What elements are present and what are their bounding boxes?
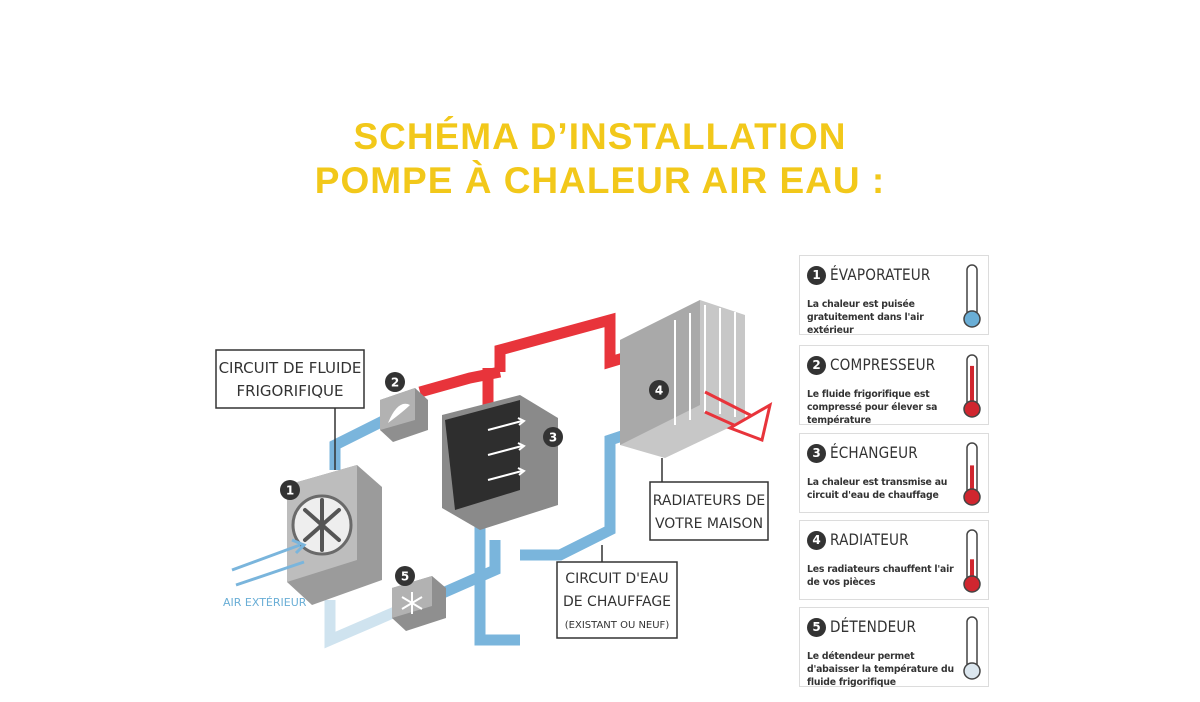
legend-number-badge: 5 <box>807 618 826 637</box>
svg-text:CIRCUIT D'EAU: CIRCUIT D'EAU <box>565 571 668 587</box>
thermometer-icon <box>963 442 981 506</box>
marker-2: 2 <box>385 372 405 392</box>
legend-item-title: COMPRESSEUR <box>830 355 936 374</box>
cold-pipes-light <box>324 600 398 649</box>
thermometer-icon <box>963 529 981 593</box>
legend-number-badge: 1 <box>807 266 826 285</box>
label-outside-air: AIR EXTÉRIEUR <box>223 596 307 609</box>
page-title-line-1: SCHÉMA D’INSTALLATION <box>353 116 847 157</box>
legend-item-description: Le fluide frigorifique est compressé pou… <box>807 389 938 426</box>
svg-text:(EXISTANT OU NEUF): (EXISTANT OU NEUF) <box>565 620 670 631</box>
marker-1: 1 <box>280 480 300 500</box>
legend-item-description: Les radiateurs chauffent l'air de vos pi… <box>807 564 954 588</box>
legend-item-description: La chaleur est transmise au circuit d'ea… <box>807 477 948 501</box>
outside-air-arrows <box>231 538 307 587</box>
legend-item-title: ÉCHANGEUR <box>830 443 918 462</box>
svg-text:FRIGORIFIQUE: FRIGORIFIQUE <box>236 382 343 400</box>
marker-3: 3 <box>543 427 563 447</box>
exchanger-unit <box>442 395 558 530</box>
legend-item-description: La chaleur est puisée gratuitement dans … <box>807 299 924 336</box>
thermometer-icon <box>963 264 981 328</box>
heat-pump-diagram: 1 2 3 4 5 CIRCUIT DE FLUIDE FRIGORIFIQUE… <box>215 300 773 649</box>
svg-text:DE CHAUFFAGE: DE CHAUFFAGE <box>563 594 671 610</box>
svg-text:VOTRE MAISON: VOTRE MAISON <box>655 516 763 532</box>
evaporator-unit <box>287 465 382 605</box>
legend-item-description: Le détendeur permet d'abaisser la tempér… <box>807 651 954 688</box>
svg-text:2: 2 <box>391 376 399 390</box>
expansion-valve-unit <box>392 576 446 631</box>
thermometer-icon <box>963 354 981 418</box>
svg-text:CIRCUIT DE FLUIDE: CIRCUIT DE FLUIDE <box>219 359 362 377</box>
marker-5: 5 <box>395 566 415 586</box>
label-refrigerant-circuit: CIRCUIT DE FLUIDE FRIGORIFIQUE <box>215 349 365 470</box>
legend-item-title: ÉVAPORATEUR <box>830 265 931 284</box>
thermometer-icon <box>963 616 981 680</box>
svg-text:RADIATEURS DE: RADIATEURS DE <box>653 493 765 509</box>
radiator-unit <box>620 300 773 458</box>
marker-4: 4 <box>649 380 669 400</box>
label-radiators: RADIATEURS DE VOTRE MAISON <box>649 458 769 541</box>
label-heating-circuit: CIRCUIT D'EAU DE CHAUFFAGE (EXISTANT OU … <box>556 545 678 639</box>
legend-number-badge: 3 <box>807 444 826 463</box>
legend-number-badge: 4 <box>807 531 826 550</box>
svg-text:1: 1 <box>286 484 294 498</box>
compressor-unit <box>380 388 428 442</box>
svg-text:5: 5 <box>401 570 409 584</box>
page-title-line-2: POMPE À CHALEUR AIR EAU : <box>314 160 886 201</box>
legend-item-title: RADIATEUR <box>830 530 909 549</box>
legend-number-badge: 2 <box>807 356 826 375</box>
svg-text:3: 3 <box>549 431 557 445</box>
svg-text:4: 4 <box>655 384 663 398</box>
legend-item-title: DÉTENDEUR <box>830 617 917 636</box>
